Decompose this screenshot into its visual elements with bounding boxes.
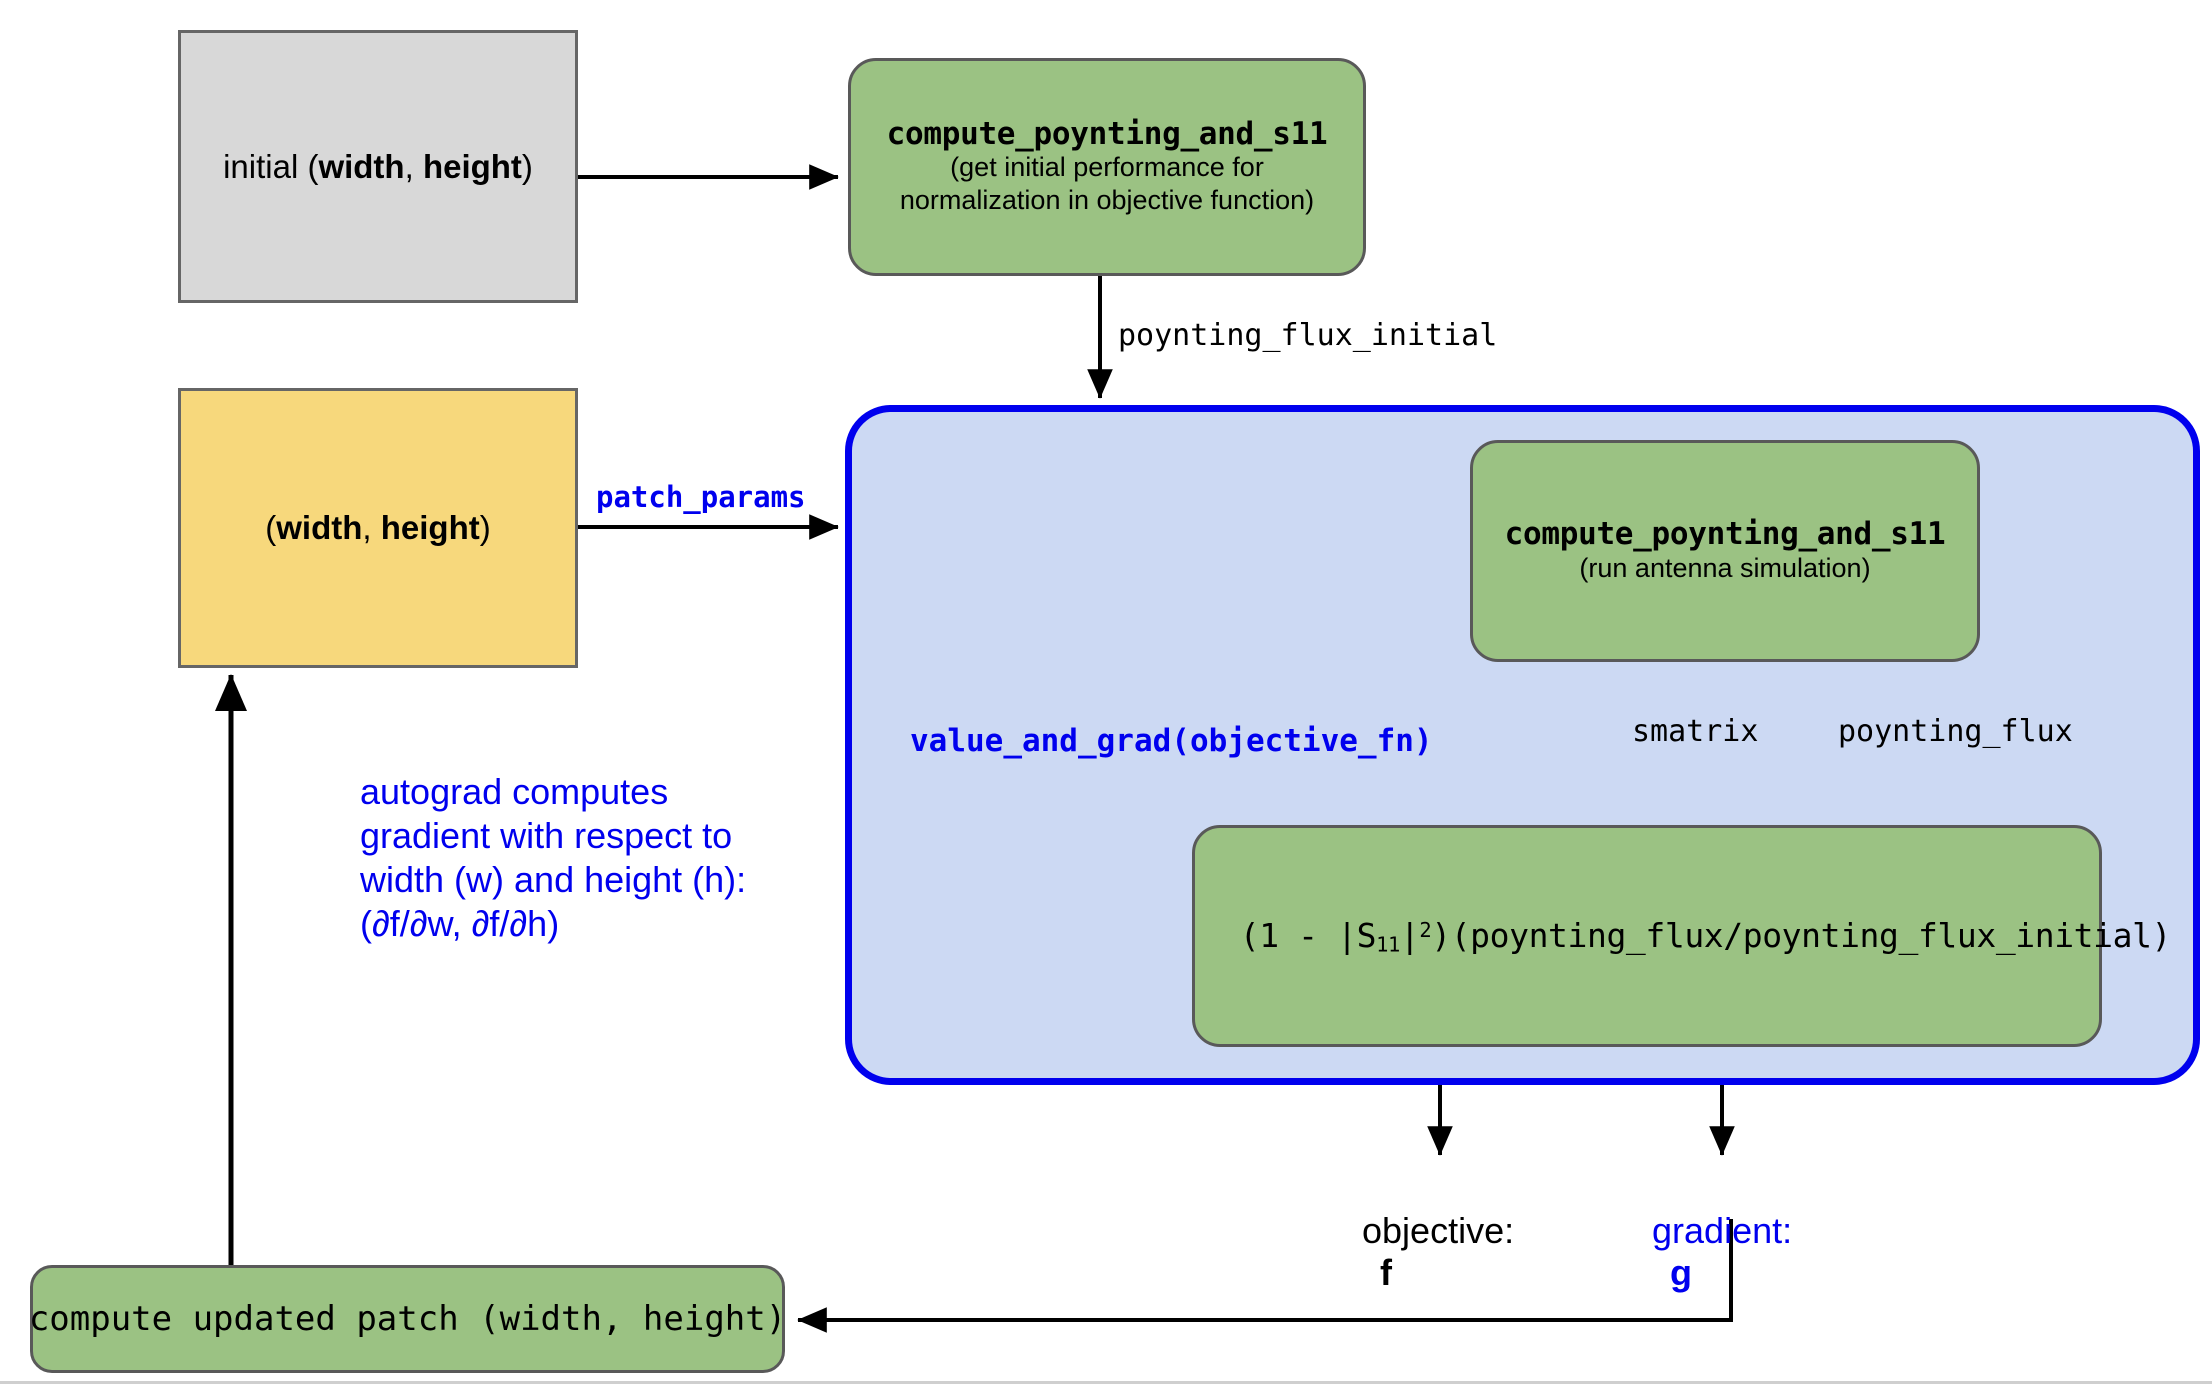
output-gradient-symbol: g: [1670, 1252, 1693, 1293]
node-update-step-label: compute updated patch (width, height): [28, 1299, 787, 1339]
output-gradient-label: gradient:: [1652, 1210, 1793, 1251]
edge-label-patch-params: patch_params: [596, 480, 806, 514]
edge-gradient-to-update: [797, 1219, 1733, 1333]
output-objective: objective: f: [1322, 1168, 1514, 1336]
node-initial-simulation[interactable]: compute_poynting_and_s11 (get initial pe…: [848, 58, 1366, 276]
node-inner-simulation[interactable]: compute_poynting_and_s11 (run antenna si…: [1470, 440, 1980, 662]
node-initial-params-label: initial (width, height): [223, 147, 533, 185]
container-label: value_and_grad(objective_fn): [910, 723, 1433, 759]
output-objective-symbol: f: [1380, 1252, 1393, 1293]
output-gradient: gradient: g: [1612, 1168, 1792, 1336]
node-initial-simulation-subtitle-1: (get initial performance for: [950, 152, 1264, 183]
edge-label-poynting-flux: poynting_flux: [1838, 714, 2073, 749]
node-initial-params[interactable]: initial (width, height): [178, 30, 578, 303]
node-patch-params[interactable]: (width, height): [178, 388, 578, 668]
footer-divider: [0, 1381, 2212, 1384]
edge-label-smatrix: smatrix: [1632, 714, 1759, 749]
node-patch-params-label: (width, height): [265, 509, 491, 546]
node-update-step[interactable]: compute updated patch (width, height): [28, 1265, 787, 1373]
node-initial-simulation-title: compute_poynting_and_s11: [886, 116, 1328, 153]
edge-label-poynting-flux-initial: poynting_flux_initial: [1118, 318, 1498, 353]
node-objective-expression-label: (1 - |S11|2)(poynting_flux/poynting_flux…: [1239, 915, 2172, 957]
output-objective-label: objective:: [1362, 1210, 1515, 1251]
node-inner-simulation-title: compute_poynting_and_s11: [1504, 516, 1946, 553]
node-inner-simulation-subtitle: (run antenna simulation): [1579, 552, 1871, 583]
node-initial-simulation-subtitle-2: normalization in objective function): [899, 185, 1315, 216]
node-objective-expression[interactable]: (1 - |S11|2)(poynting_flux/poynting_flux…: [1192, 825, 2171, 1047]
annotation-autograd-note: autograd computes gradient with respect …: [360, 771, 747, 944]
